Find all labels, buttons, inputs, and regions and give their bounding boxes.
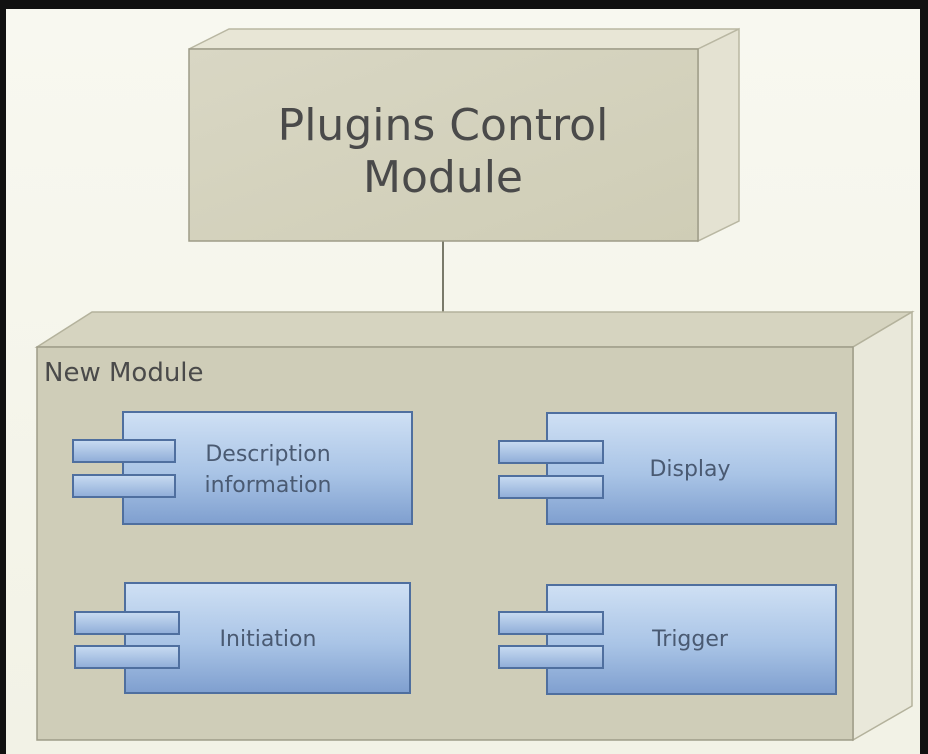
component-body <box>124 582 411 694</box>
node-front-face <box>188 48 699 242</box>
node-side-face <box>697 27 740 243</box>
component-tab-icon <box>498 440 604 464</box>
frame-right-bar <box>920 0 928 754</box>
component-body <box>546 412 837 525</box>
component-tab-icon <box>498 475 604 499</box>
component-tab-icon <box>74 645 180 669</box>
frame-left-bar <box>0 0 6 754</box>
component-label-line1: Description <box>205 442 330 467</box>
node-top-face <box>188 28 740 50</box>
component-tab-icon <box>498 645 604 669</box>
component-trigger: Trigger <box>498 584 837 695</box>
component-label-line2: information <box>205 473 332 498</box>
component-display: Display <box>498 412 837 525</box>
component-tab-icon <box>498 611 604 635</box>
node-title-line1: Plugins Control <box>278 100 609 151</box>
container-title: New Module <box>44 358 204 388</box>
node-title-line2: Module <box>363 152 523 203</box>
component-label: Initiation <box>220 627 317 652</box>
component-label: Trigger <box>651 627 729 652</box>
component-body <box>546 584 837 695</box>
container-side-face <box>852 310 913 742</box>
component-tab-icon <box>72 439 176 463</box>
component-tab-icon <box>74 611 180 635</box>
component-tab-icon <box>72 474 176 498</box>
component-description-information: Description information <box>72 411 413 525</box>
plugins-control-module-node: Plugins Control Module <box>188 27 740 243</box>
frame-top-bar <box>0 0 928 9</box>
component-body <box>122 411 413 525</box>
component-label: Display <box>649 457 730 482</box>
component-initiation: Initiation <box>74 582 411 694</box>
container-top-face <box>34 311 915 348</box>
